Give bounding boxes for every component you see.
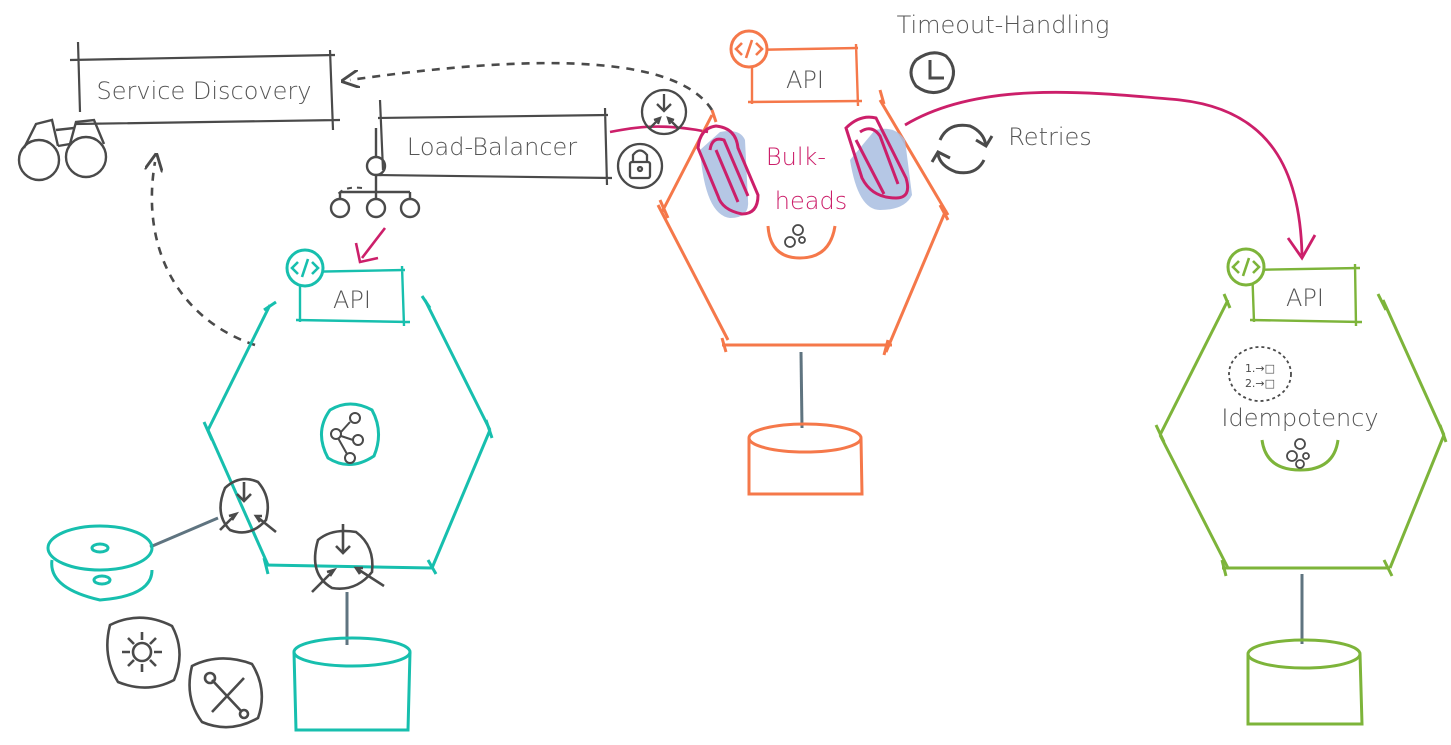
center-node-graph-icon xyxy=(766,224,837,260)
center-api-box: API xyxy=(747,43,863,107)
bulkheads-label-line2: heads xyxy=(775,187,847,215)
left-circuit-breaker-2 xyxy=(311,524,385,593)
dashed-arrow-lb-to-discovery xyxy=(350,61,714,111)
right-service-hexagon xyxy=(1154,293,1448,577)
tools-icon xyxy=(188,657,264,729)
left-service-hexagon xyxy=(202,295,494,575)
right-database-icon xyxy=(1246,638,1364,726)
disk-stack-icon xyxy=(46,524,154,602)
idempotency-step2: 2.→□ xyxy=(1245,377,1275,390)
binoculars-icon xyxy=(17,118,108,182)
idempotency-label: Idempotency xyxy=(1221,404,1378,432)
code-icon xyxy=(729,29,769,69)
retry-icon xyxy=(930,123,994,175)
left-database-icon xyxy=(292,636,412,732)
load-balancer-box: Load-Balancer xyxy=(374,99,613,186)
right-node-graph-icon xyxy=(1260,438,1340,472)
right-api-box: API xyxy=(1247,263,1363,327)
service-discovery-box: Service Discovery xyxy=(69,41,341,131)
bulkhead-right-icon xyxy=(844,115,912,210)
service-discovery-label: Service Discovery xyxy=(97,77,312,105)
center-api-label: API xyxy=(786,66,824,94)
load-balancer-tree-icon xyxy=(329,128,421,219)
load-balancer-label: Load-Balancer xyxy=(407,133,577,161)
left-node-graph-icon xyxy=(320,402,380,466)
retries-label: Retries xyxy=(1008,123,1092,151)
right-code-icon xyxy=(1226,247,1266,287)
arrow-center-to-right-api xyxy=(904,90,1304,256)
left-code-icon xyxy=(285,248,325,288)
center-database-icon xyxy=(747,422,864,496)
arrow-lb-to-left-api xyxy=(360,227,387,259)
lock-icon xyxy=(616,142,664,190)
idempotency-step1: 1.→□ xyxy=(1245,362,1275,375)
circuit-breaker-icon xyxy=(640,88,688,136)
clock-icon xyxy=(909,51,955,94)
left-api-box: API xyxy=(295,265,411,327)
idempotency-list-icon: 1.→□ 2.→□ xyxy=(1228,346,1292,402)
left-api-label: API xyxy=(333,286,371,314)
left-circuit-breaker-1 xyxy=(219,477,277,534)
dashed-arrow-service-to-discovery xyxy=(152,162,256,347)
timeout-handling-label: Timeout-Handling xyxy=(897,11,1110,39)
bulkheads-label-line1: Bulk- xyxy=(766,143,826,171)
right-api-label: API xyxy=(1286,284,1324,312)
gear-icon xyxy=(106,616,181,689)
bulkhead-left-icon xyxy=(696,124,760,218)
